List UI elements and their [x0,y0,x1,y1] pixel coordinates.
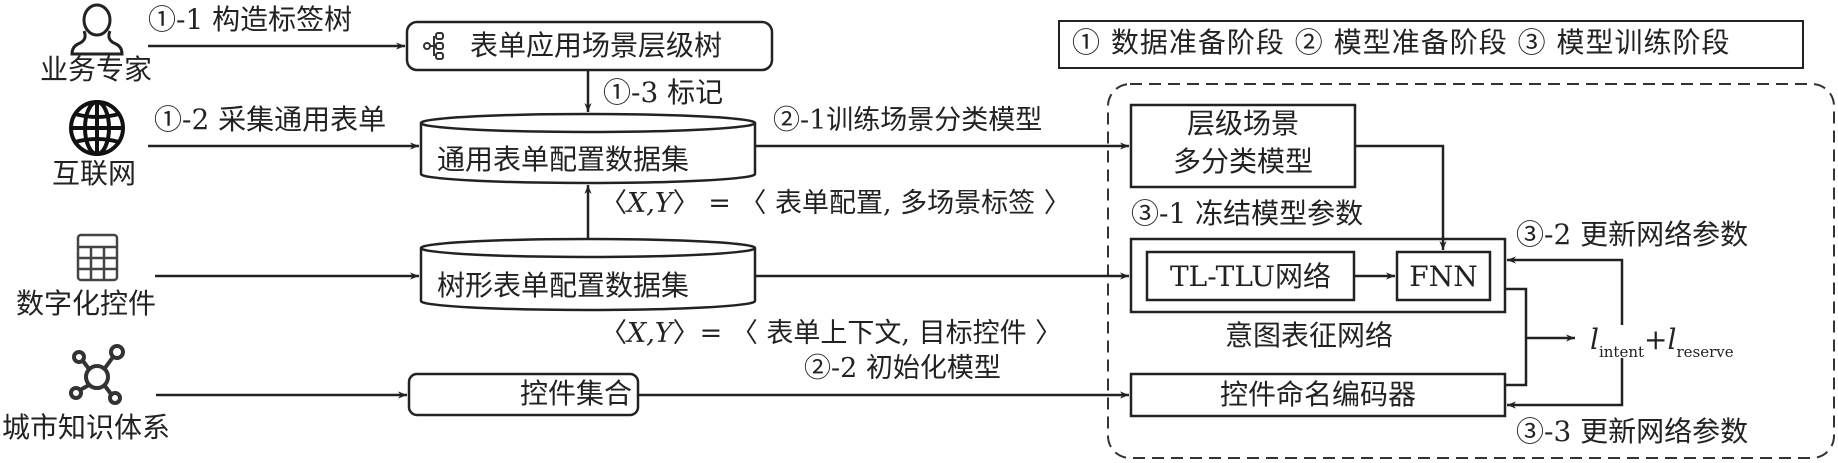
general-dataset-label: 通用表单配置数据集 [437,143,690,176]
source-label-internet: 互联网 [52,157,137,190]
intent-net-label: 意图表征网络 [1225,319,1394,352]
table-grid-icon [76,233,119,282]
edge-label-2-2: ②-2 初始化模型 [804,353,1001,384]
edge-classifier-to-fnn [1355,144,1447,250]
edge-intent-out [1505,287,1528,387]
edge-label-1-2: ①-2 采集通用表单 [154,103,387,136]
tree-dataset-cylinder [419,237,757,312]
edge-loss-to-intent [1507,256,1624,325]
scene-tree-label: 表单应用场景层级树 [470,29,723,62]
fnn-label: FNN [1409,260,1478,293]
name-encoder-label: 控件命名编码器 [1219,378,1416,411]
name-encoder-box [1129,372,1507,418]
edge-label-3-2: ③-2 更新网络参数 [1516,218,1749,251]
scene-classifier-line1: 层级场景 [1186,107,1299,140]
tltlu-label: TL-TLU网络 [1169,260,1332,293]
general-dataset-cylinder [419,112,757,185]
scene-classifier-box [1129,103,1357,189]
edge-label-2-1: ②-1训练场景分类模型 [773,105,1043,136]
training-region-dashed-border [1107,83,1835,459]
network-nodes-icon [69,344,125,405]
fnn-box [1395,250,1492,302]
stage-legend-box [1058,20,1804,69]
stage-legend-text: ① 数据准备阶段 ② 模型准备阶段 ③ 模型训练阶段 [1072,26,1731,59]
scene-classifier-line2: 多分类模型 [1172,145,1313,178]
edge-label-1-3: ①-3 标记 [603,76,724,109]
globe-icon [69,100,125,156]
controls-set-label: 控件集合 [520,377,633,410]
xy-annotation-tree: 〈X,Y〉= 〈 表单上下文, 目标控件 〉 [600,318,1063,349]
edge-label-3-1: ③-1 冻结模型参数 [1131,197,1364,230]
edge-label-3-3: ③-3 更新网络参数 [1516,415,1749,448]
person-icon [70,3,124,56]
source-label-city-knowledge: 城市知识体系 [2,411,171,444]
source-label-expert: 业务专家 [40,53,153,86]
edge-loss-to-encoder [1507,358,1624,409]
source-label-digital-controls: 数字化控件 [16,287,157,320]
loss-formula: lintent+lreserve [1590,323,1734,361]
tltlu-box [1145,250,1356,302]
scene-tree-box [405,20,774,72]
tree-dataset-label: 树形表单配置数据集 [437,269,690,302]
tree-hierarchy-icon [423,32,444,60]
edge-label-1-1: ①-1 构造标签树 [148,3,353,36]
xy-annotation-general: 〈X,Y〉 = 〈 表单配置, 多场景标签 〉 [600,188,1071,219]
